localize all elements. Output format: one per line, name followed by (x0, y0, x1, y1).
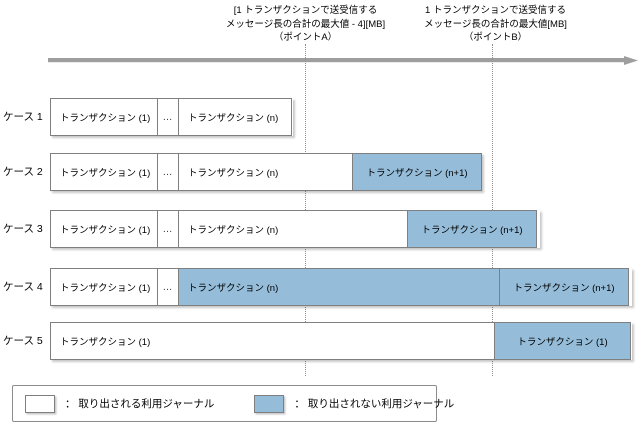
segment-case1-txn[interactable]: トランザクション (n) (178, 98, 292, 136)
axis-arrow-icon (48, 56, 638, 65)
segment-case4-txn[interactable]: トランザクション (n) (178, 268, 500, 306)
legend: ： 取り出される利用ジャーナル ： 取り出されない利用ジャーナル (12, 385, 454, 422)
segment-case4-txn1[interactable]: トランザクション (n+1) (499, 268, 629, 306)
case-bar-5: トランザクション (1) トランザクション (1) (50, 322, 632, 360)
case-bar-4: トランザクション (1) … トランザクション (n) トランザクション (n+… (50, 268, 632, 306)
annotation-point-b-line2: メッセージ長の合計の最大値[MB] (424, 18, 567, 30)
case-label-3: ケース 3 (3, 223, 43, 235)
annotation-point-b: 1 トランザクションで送受信する メッセージ長の合計の最大値[MB] （ポイント… (368, 4, 623, 45)
case-label-2: ケース 2 (3, 166, 43, 178)
legend-swatch-not-extracted-icon (254, 394, 285, 413)
segment-case2-txn[interactable]: トランザクション (n) (178, 153, 353, 191)
segment-case4-ellipsis: … (157, 268, 179, 306)
segment-case3-txn1[interactable]: トランザクション (n+1) (407, 210, 537, 248)
annotation-point-a-line2: メッセージ長の合計の最大値 - 4][MB] (225, 18, 386, 30)
annotation-point-a-line1: [1 トランザクションで送受信する (233, 5, 378, 16)
case-bar-2: トランザクション (1) … トランザクション (n) トランザクション (n+… (50, 153, 482, 191)
segment-case3-tx1[interactable]: トランザクション (1) (50, 210, 158, 248)
segment-case5-tx1-blue[interactable]: トランザクション (1) (494, 322, 631, 360)
segment-case2-ellipsis: … (157, 153, 179, 191)
legend-item-not-extracted: ： 取り出されない利用ジャーナル (254, 394, 455, 413)
annotation-point-b-line1: 1 トランザクションで送受信する (425, 5, 566, 16)
annotation-point-a: [1 トランザクションで送受信する メッセージ長の合計の最大値 - 4][MB]… (178, 4, 433, 45)
annotation-point-b-line3: （ポイントB） (463, 32, 528, 43)
segment-case4-tx1[interactable]: トランザクション (1) (50, 268, 158, 306)
legend-label-not-extracted: ： 取り出されない利用ジャーナル (294, 398, 455, 410)
legend-label-extracted: ： 取り出される利用ジャーナル (65, 398, 215, 410)
case-bar-3: トランザクション (1) … トランザクション (n) トランザクション (n+… (50, 210, 540, 248)
case-bar-1: トランザクション (1) … トランザクション (n) (50, 98, 293, 136)
segment-case1-ellipsis: … (157, 98, 179, 136)
segment-case3-txn[interactable]: トランザクション (n) (178, 210, 408, 248)
segment-case3-ellipsis: … (157, 210, 179, 248)
annotation-point-a-line3: （ポイントA） (273, 32, 338, 43)
case-label-5: ケース 5 (3, 335, 43, 347)
segment-case2-tx1[interactable]: トランザクション (1) (50, 153, 158, 191)
case-label-4: ケース 4 (3, 281, 43, 293)
case-label-1: ケース 1 (3, 111, 43, 123)
legend-swatch-extracted-icon (25, 394, 55, 413)
legend-item-extracted: ： 取り出される利用ジャーナル (25, 394, 215, 413)
segment-case2-txn1[interactable]: トランザクション (n+1) (352, 153, 482, 191)
segment-case1-tx1[interactable]: トランザクション (1) (50, 98, 158, 136)
segment-case5-tx1-white[interactable]: トランザクション (1) (50, 322, 495, 360)
